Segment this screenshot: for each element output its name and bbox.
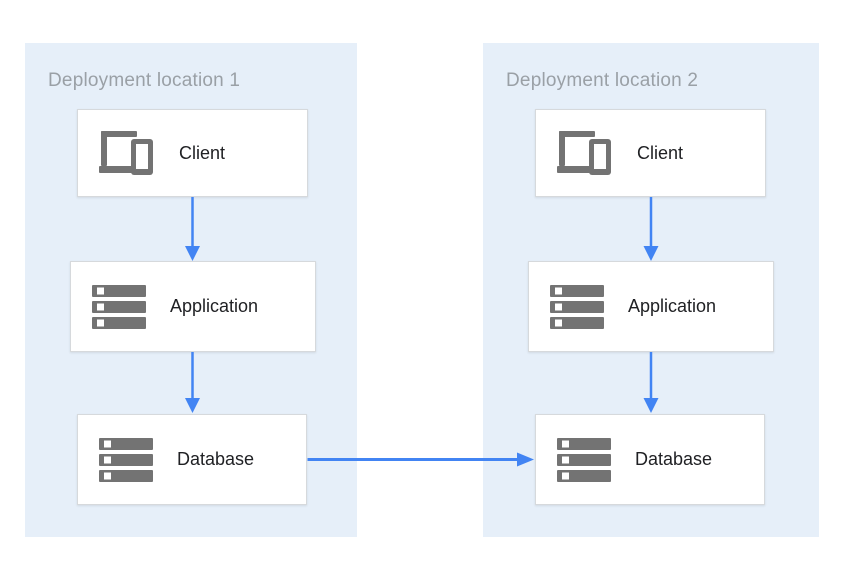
- servers-icon: [557, 437, 611, 482]
- devices-icon: [557, 131, 613, 175]
- node-label: Application: [628, 296, 717, 316]
- devices-icon: [99, 131, 155, 175]
- deployment-location-2-panel: Deployment location 2 Client: [483, 43, 819, 537]
- node-label: Database: [177, 449, 255, 469]
- node-database-2: Database: [535, 414, 765, 505]
- node-application-1: Application: [70, 261, 316, 352]
- servers-icon: [92, 284, 146, 329]
- node-application-2: Application: [528, 261, 774, 352]
- node-label: Database: [635, 449, 713, 469]
- node-label: Client: [637, 142, 684, 163]
- node-label: Client: [179, 142, 226, 163]
- node-client-2: Client: [535, 109, 766, 197]
- node-database-1: Database: [77, 414, 307, 505]
- servers-icon: [99, 437, 153, 482]
- deployment-location-1-panel: Deployment location 1 Client: [25, 43, 357, 537]
- node-client-1: Client: [77, 109, 308, 197]
- deployment-location-2-title: Deployment location 2: [506, 70, 699, 91]
- deployment-location-1-title: Deployment location 1: [48, 70, 241, 91]
- node-label: Application: [170, 296, 259, 316]
- servers-icon: [550, 284, 604, 329]
